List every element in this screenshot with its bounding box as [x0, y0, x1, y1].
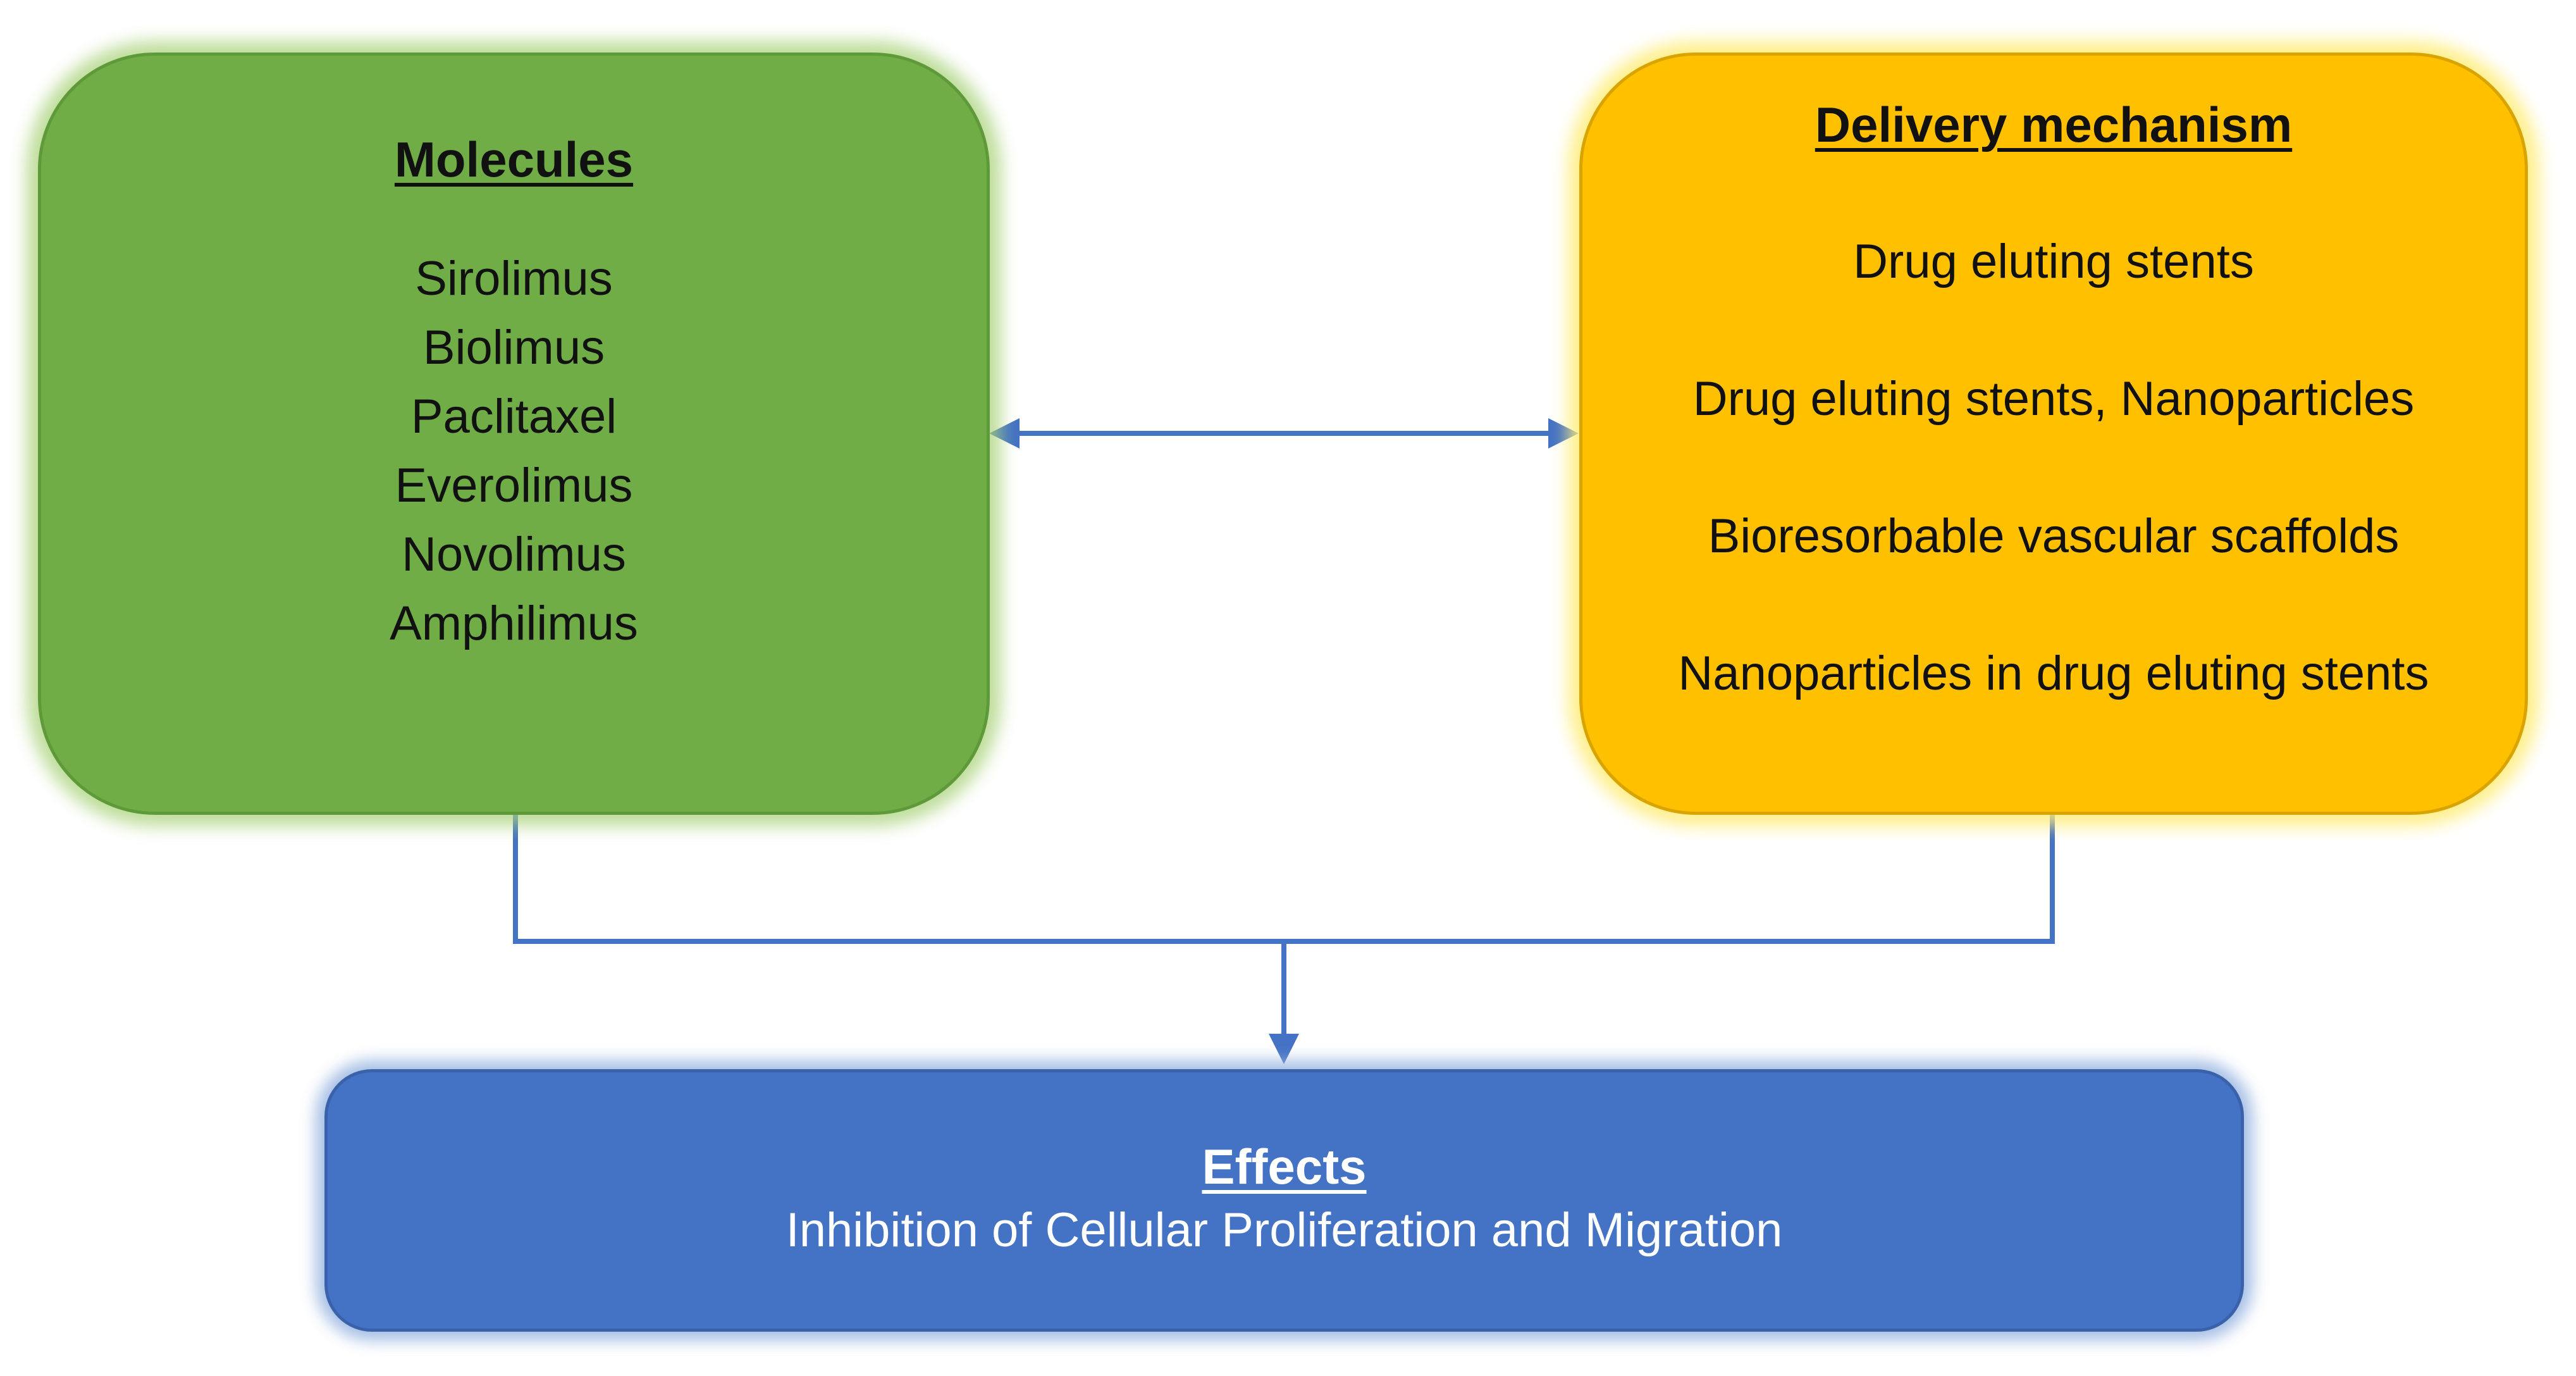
- delivery-mechanism-title: Delivery mechanism: [1815, 97, 2293, 152]
- effects-description: Inhibition of Cellular Proliferation and…: [786, 1203, 1783, 1257]
- molecule-item: Novolimus: [402, 527, 626, 581]
- molecules-box: Molecules Sirolimus Biolimus Paclitaxel …: [38, 53, 990, 815]
- delivery-item: Bioresorbable vascular scaffolds: [1708, 509, 2400, 563]
- molecule-item: Sirolimus: [415, 251, 613, 306]
- molecule-item: Biolimus: [422, 320, 605, 375]
- effects-title: Effects: [1202, 1139, 1367, 1194]
- delivery-mechanism-list: Drug eluting stents Drug eluting stents,…: [1678, 193, 2429, 742]
- molecules-list: Sirolimus Biolimus Paclitaxel Everolimus…: [390, 244, 638, 658]
- delivery-mechanism-box: Delivery mechanism Drug eluting stents D…: [1579, 53, 2528, 815]
- molecule-item: Paclitaxel: [410, 389, 617, 443]
- delivery-item: Drug eluting stents, Nanoparticles: [1692, 371, 2415, 426]
- molecule-item: Amphilimus: [390, 596, 638, 650]
- delivery-item: Drug eluting stents: [1853, 234, 2254, 288]
- molecules-title: Molecules: [394, 132, 634, 187]
- delivery-item: Nanoparticles in drug eluting stents: [1678, 646, 2429, 700]
- effects-box: Effects Inhibition of Cellular Prolifera…: [324, 1069, 2244, 1332]
- merge-connector: [513, 815, 2055, 944]
- molecule-item: Everolimus: [395, 458, 633, 512]
